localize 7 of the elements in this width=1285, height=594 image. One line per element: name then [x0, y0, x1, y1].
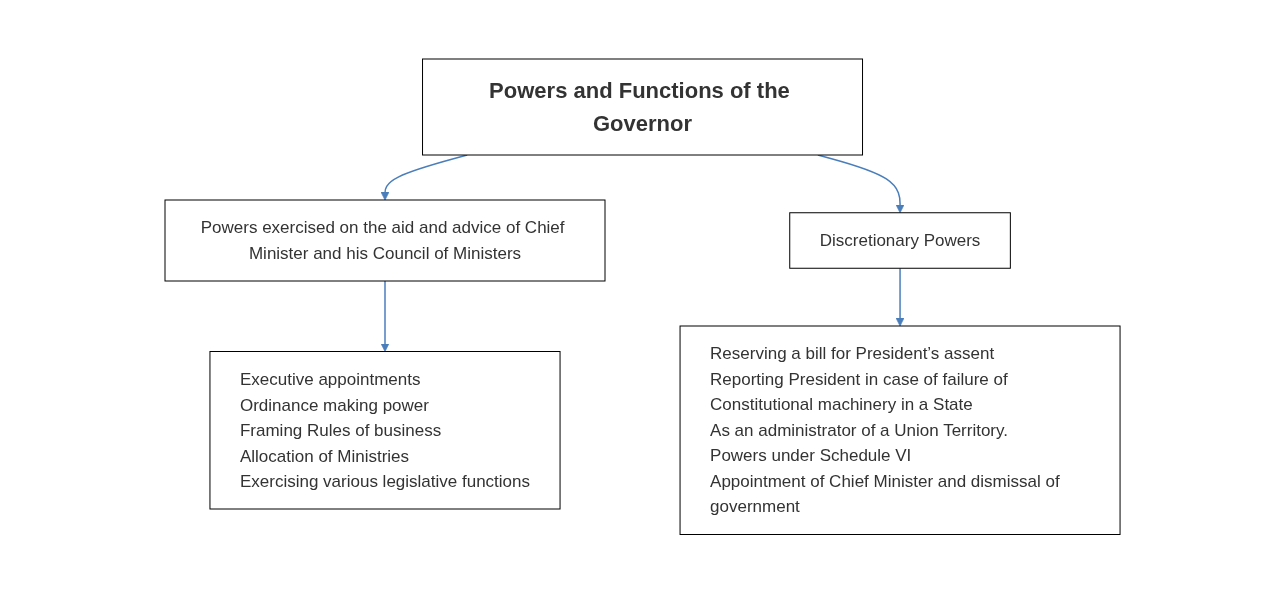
node-box: Discretionary Powers — [789, 212, 1011, 269]
node-box: Executive appointments Ordinance making power Framing Rules of business Allocation of Ministries Exercising various legislative functions — [209, 351, 561, 510]
node-box: Powers and Functions of the Governor — [422, 58, 863, 156]
arrow — [380, 280, 390, 353]
node-box: Powers exercised on the aid and advice of Chief Minister and his Council of Ministers — [164, 199, 606, 282]
arrow — [895, 267, 905, 327]
node-box: Reserving a bill for President’s assent Reporting President in case of failure of Constitutional machinery in a State As an administrator of a Union Territory. Powers under Schedule VI Appointment of Chief Minister and dismissal of government — [679, 325, 1121, 536]
